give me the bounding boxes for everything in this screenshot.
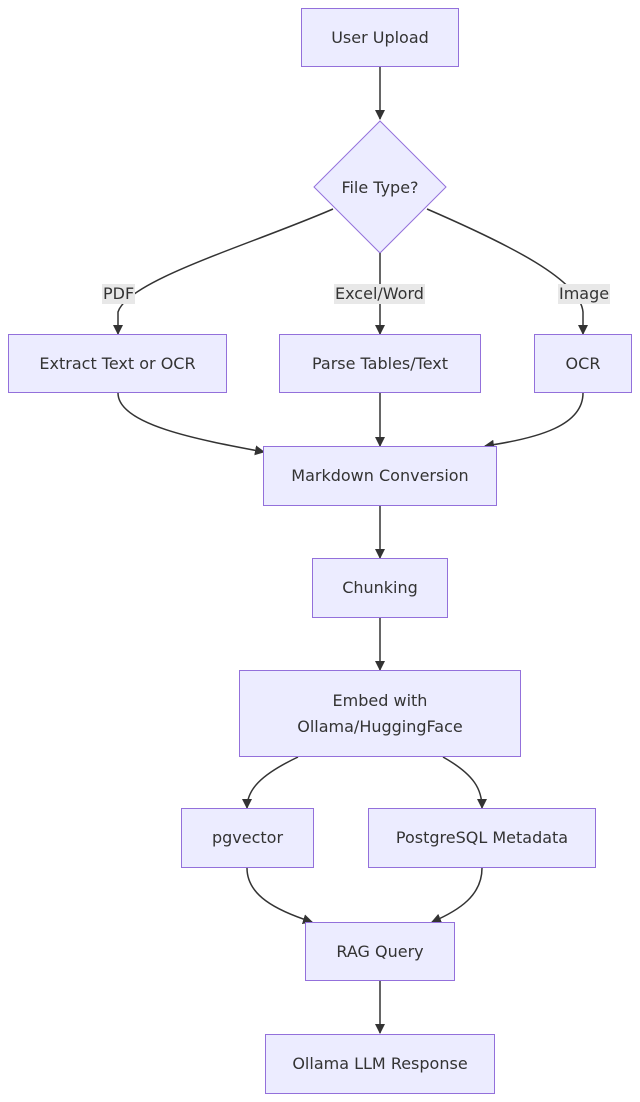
edge-label-pdf: PDF <box>102 284 136 304</box>
file-type-label: File Type? <box>341 177 419 197</box>
markdown-conversion-node: Markdown Conversion <box>263 446 497 506</box>
chunking-label: Chunking <box>342 578 418 597</box>
edge-embed-to-pgvector <box>242 756 299 809</box>
edge-pgvector-to-rag <box>246 867 313 924</box>
edge-extract-to-markdown <box>117 392 265 456</box>
ollama-llm-response-node: Ollama LLM Response <box>265 1034 495 1094</box>
edge-filetype-to-extract <box>113 208 334 335</box>
ollama-llm-response-label: Ollama LLM Response <box>292 1054 468 1073</box>
chunking-node: Chunking <box>312 558 448 618</box>
ocr-label: OCR <box>565 353 601 373</box>
ocr-node: OCR <box>534 334 632 393</box>
pgvector-label: pgvector <box>211 828 284 847</box>
edge-postgres-to-rag <box>431 867 483 924</box>
edge-label-image: Image <box>558 284 611 304</box>
postgresql-metadata-node: PostgreSQL Metadata <box>368 808 596 868</box>
edge-filetype-to-ocr <box>426 208 588 335</box>
edge-embed-to-postgres <box>442 756 487 809</box>
rag-query-node: RAG Query <box>305 922 455 981</box>
edge-label-excel-word: Excel/Word <box>334 284 425 304</box>
user-upload-node: User Upload <box>301 8 459 67</box>
markdown-conversion-label: Markdown Conversion <box>291 466 469 485</box>
extract-text-node: Extract Text or OCR <box>8 334 227 393</box>
user-upload-label: User Upload <box>331 27 429 47</box>
parse-tables-node: Parse Tables/Text <box>279 334 481 393</box>
pgvector-node: pgvector <box>181 808 314 868</box>
parse-tables-label: Parse Tables/Text <box>311 353 449 373</box>
extract-text-label: Extract Text or OCR <box>39 353 196 373</box>
embed-node: Embed with Ollama/HuggingFace <box>239 670 521 757</box>
embed-label: Embed with Ollama/HuggingFace <box>297 690 463 736</box>
postgresql-metadata-label: PostgreSQL Metadata <box>395 828 569 847</box>
edge-ocr-to-markdown <box>484 392 584 450</box>
file-type-node: File Type? <box>314 121 446 253</box>
rag-query-label: RAG Query <box>336 941 424 961</box>
